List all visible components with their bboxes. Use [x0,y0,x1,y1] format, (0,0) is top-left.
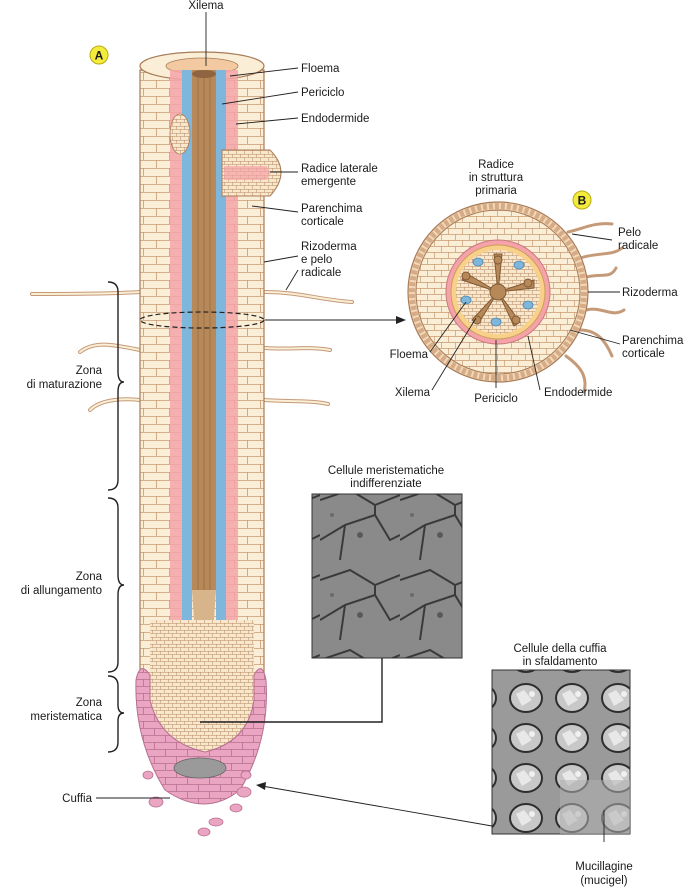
cross-section-marker [139,311,265,329]
zone-brackets [107,281,125,753]
cap-arrowhead [256,782,266,790]
panel-b-title-3: primaria [475,185,517,197]
panel-b-title-1: Radice [478,159,514,171]
label-endodermide-b: Endodermide [544,387,612,399]
badge-b: B [572,190,592,210]
label-rizoderma-a-3: radicale [301,267,341,279]
phloem-left [182,70,192,680]
label-periciclo-b: Periciclo [474,393,517,405]
label-radice-laterale-1: Radice laterale [301,163,378,175]
badge-a-label: A [95,49,104,63]
label-xilema-b: Xilema [395,387,431,399]
label-rizoderma-a-2: e pelo [301,254,332,266]
xylem-star [461,253,535,327]
root-cap [135,668,267,805]
quiescent-center [173,757,227,779]
label-rizoderma-a-1: Rizoderma [301,241,357,253]
panel-a-leaders [96,12,299,799]
zone-allungamento-1: Zona [76,571,103,583]
label-pelo-2: radicale [618,240,658,252]
pericycle-left [170,70,182,680]
label-floema-a: Floema [301,63,340,75]
micro-2-title-2: in sfaldamento [523,656,598,668]
cross-section [407,201,626,394]
zone-allungamento-2: di allungamento [21,585,102,597]
panel-b-title-2: in struttura [469,172,524,184]
micrograph-meristematic [311,493,463,659]
label-parenchima-b-2: corticale [622,348,665,360]
micro-1-title-2: indifferenziate [350,478,421,490]
badge-a: A [89,45,109,65]
micro-2-title-1: Cellule della cuffia [513,643,607,655]
zone-maturazione-1: Zona [76,365,103,377]
label-pelo-1: Pelo [618,227,641,239]
label-periciclo-a: Periciclo [301,87,344,99]
label-radice-laterale-2: emergente [301,176,356,188]
micrograph-connectors [200,658,605,842]
sloughing-cap-cells [142,770,252,837]
zone-meristematica-2: meristematica [30,711,102,723]
label-parenchima-a-2: corticale [301,216,344,228]
label-parenchima-a-1: Parenchima [301,203,363,215]
zone-meristematica-1: Zona [76,697,103,709]
zone-maturazione-2: di maturazione [27,379,102,391]
phloem-right [216,70,226,680]
label-mucillagine-2: (mucigel) [580,875,627,887]
section-arrow [265,316,406,324]
label-rizoderma-b: Rizoderma [622,287,678,299]
longitudinal-root [30,51,354,837]
panel-b-leaders [429,233,621,391]
label-mucillagine-1: Mucillagine [575,861,633,873]
micro-1-title-1: Cellule meristematiche [328,465,444,477]
meristem-region [150,620,254,752]
pericycle-right [226,70,238,680]
label-floema-b: Floema [390,349,429,361]
label-cuffia: Cuffia [62,793,92,805]
lateral-root-primordium [169,113,191,155]
phloem-patches [460,257,534,327]
label-parenchima-b-1: Parenchima [622,335,684,347]
badge-b-label: B [578,194,587,208]
label-xilema-a: Xilema [188,0,224,12]
label-endodermide-a: Endodermide [301,113,369,125]
